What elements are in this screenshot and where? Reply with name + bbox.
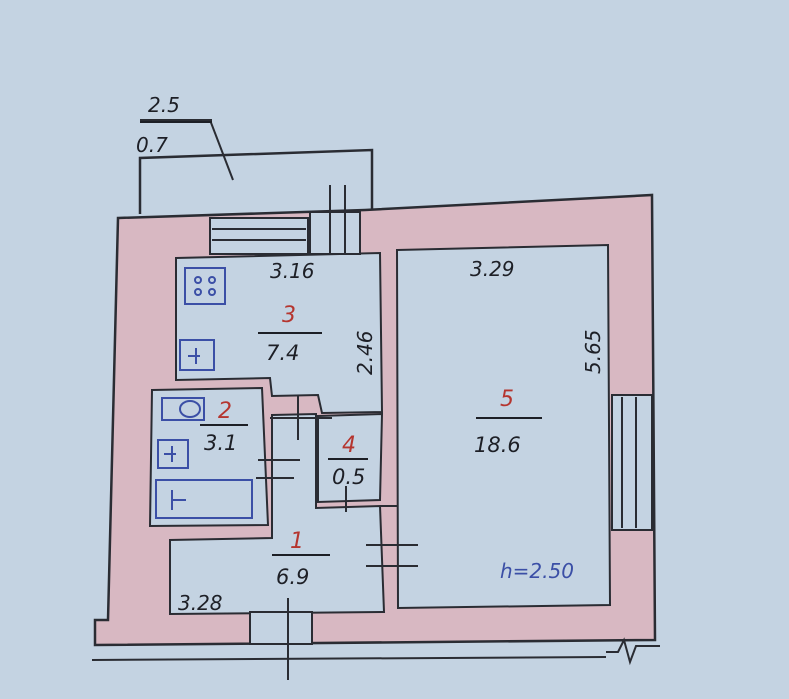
room-number-2: 2 xyxy=(218,399,232,424)
balcony-leader xyxy=(209,119,234,181)
entrance-door xyxy=(249,611,313,645)
ceiling-height-label: h=2.50 xyxy=(500,559,574,583)
room-area-3: 7.4 xyxy=(266,341,299,365)
door-ticks xyxy=(256,395,418,567)
stove-icon xyxy=(184,267,226,305)
room-number-4: 4 xyxy=(342,433,356,458)
room-area-4: 0.5 xyxy=(332,465,365,489)
balcony-outline xyxy=(138,148,374,214)
wash-basin-icon xyxy=(157,439,189,469)
kitchen-width-label: 3.16 xyxy=(270,259,315,283)
room-window xyxy=(611,394,653,531)
toilet-icon xyxy=(161,397,205,421)
bathroom-floor xyxy=(148,386,270,528)
room-width-label: 3.29 xyxy=(470,257,515,281)
kitchen-window xyxy=(209,217,309,255)
kitchen-sink-icon xyxy=(179,339,215,371)
room-depth-label: 5.65 xyxy=(581,329,605,374)
openings xyxy=(209,185,653,680)
room-number-3: 3 xyxy=(282,303,296,328)
room-area-2: 3.1 xyxy=(204,431,237,455)
fraction-bars xyxy=(140,121,542,556)
living-room-floor xyxy=(395,243,612,610)
room-number-1: 1 xyxy=(290,529,304,554)
bathtub-icon xyxy=(155,479,253,519)
break-mark xyxy=(606,637,660,666)
room-area-1: 6.9 xyxy=(276,565,309,589)
fixtures xyxy=(155,267,253,519)
hall-floor xyxy=(169,412,386,616)
balcony-area-label: 0.7 xyxy=(136,133,168,157)
hall-width-label: 3.28 xyxy=(178,591,223,615)
room-area-5: 18.6 xyxy=(474,433,521,457)
kitchen-depth-label: 2.46 xyxy=(353,330,377,375)
balcony-width-label: 2.5 xyxy=(148,93,180,117)
balcony-door xyxy=(309,211,361,255)
room-number-5: 5 xyxy=(500,387,514,412)
base-line xyxy=(91,656,607,661)
